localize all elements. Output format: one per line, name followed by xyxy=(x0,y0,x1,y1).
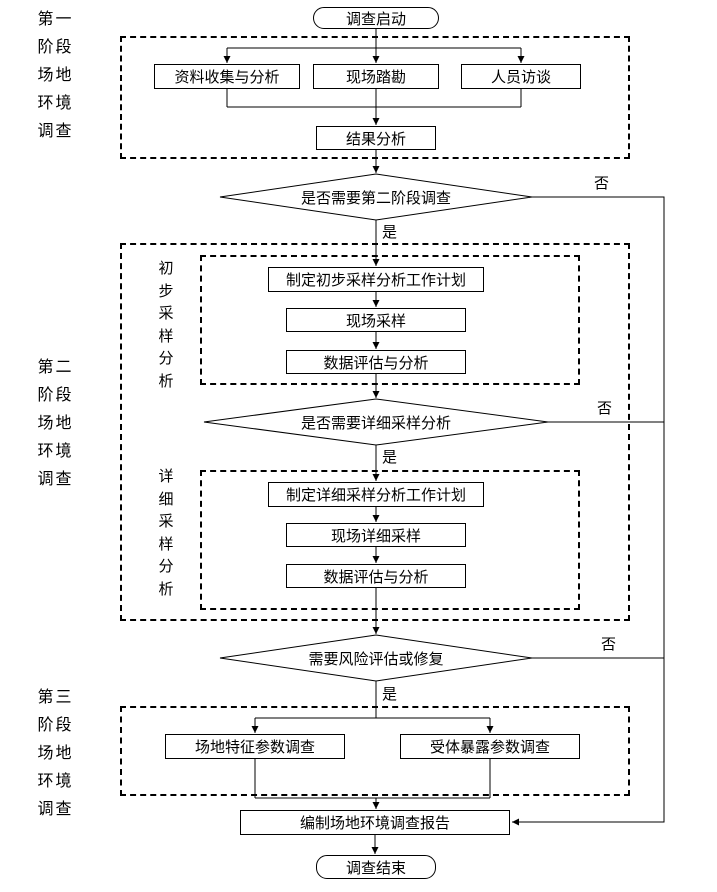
detailed-sampling-label: 详细采样分析 xyxy=(158,469,174,598)
node-end: 调查结束 xyxy=(316,855,436,879)
decision-risk-label: 需要风险评估或修复 xyxy=(308,651,444,668)
node-field-sampling: 现场采样 xyxy=(286,308,466,332)
node-result-analysis: 结果分析 xyxy=(316,126,436,150)
phase2-group-box xyxy=(120,243,630,621)
decision-risk-yes-label: 是 xyxy=(382,687,398,703)
phase3-group-box xyxy=(120,706,630,796)
node-receptor-exposure: 受体暴露参数调查 xyxy=(400,734,580,759)
decision-detailed-label: 是否需要详细采样分析 xyxy=(300,415,451,432)
detailed-sampling-group-box xyxy=(200,470,580,610)
preliminary-sampling-group-box xyxy=(200,255,580,385)
node-data-collection: 资料收集与分析 xyxy=(154,64,300,89)
preliminary-sampling-label: 初步采样分析 xyxy=(158,261,174,390)
node-data-evaluation-1: 数据评估与分析 xyxy=(286,350,466,374)
node-detailed-sampling: 现场详细采样 xyxy=(286,523,466,547)
decision-risk-no-label: 否 xyxy=(601,637,617,653)
decision-phase2-yes-label: 是 xyxy=(382,225,398,241)
decision-detailed-no-label: 否 xyxy=(597,401,613,417)
decision-detailed-yes-label: 是 xyxy=(382,450,398,466)
phase3-label: 第三阶段场地环境调查 xyxy=(37,689,74,818)
decision-phase2-no-label: 否 xyxy=(594,176,610,192)
node-report: 编制场地环境调查报告 xyxy=(240,810,510,835)
node-preliminary-plan: 制定初步采样分析工作计划 xyxy=(268,267,484,292)
node-data-evaluation-2: 数据评估与分析 xyxy=(286,564,466,588)
node-detailed-plan: 制定详细采样分析工作计划 xyxy=(268,482,484,507)
node-interviews: 人员访谈 xyxy=(461,64,581,89)
phase2-label: 第二阶段场地环境调查 xyxy=(37,359,74,488)
node-site-characteristic: 场地特征参数调查 xyxy=(165,734,345,759)
node-start: 调查启动 xyxy=(313,7,439,29)
phase1-label: 第一阶段场地环境调查 xyxy=(37,11,74,140)
node-site-reconnaissance: 现场踏勘 xyxy=(313,64,439,89)
decision-phase2-label: 是否需要第二阶段调查 xyxy=(300,190,451,207)
phase1-group-box xyxy=(120,36,630,159)
